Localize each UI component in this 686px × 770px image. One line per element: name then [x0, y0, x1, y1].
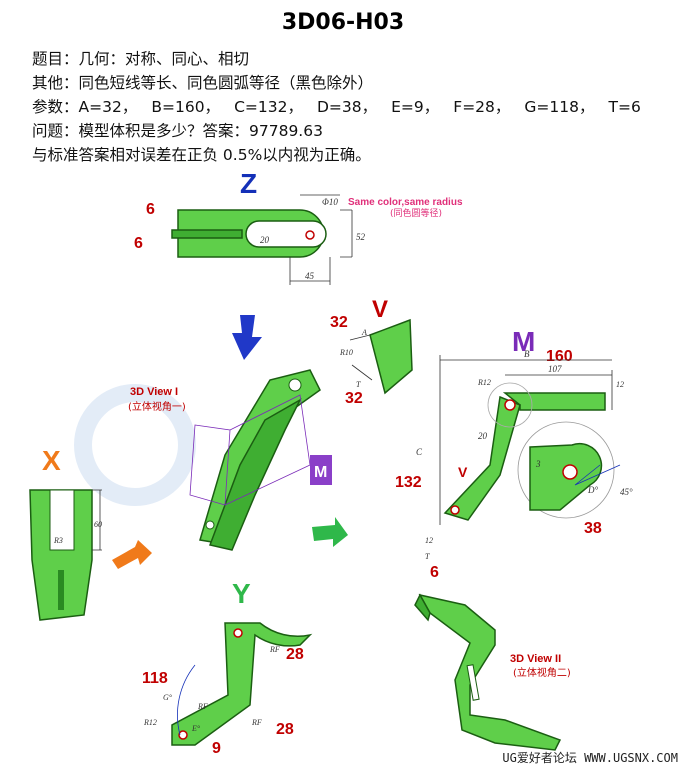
m-c-value: 132 [395, 474, 422, 491]
topic-line: 题目：几何：对称、同心、相切 [32, 50, 250, 68]
v-dim-t: T [356, 380, 361, 389]
param-c: C=132， [234, 98, 303, 116]
z-hole-icon [305, 230, 315, 240]
m-d-value: 38 [584, 520, 602, 537]
y-view-label: Y [232, 578, 251, 609]
v-t-value: 32 [345, 390, 363, 407]
question-line: 问题：模型体积是多少？答案：97789.63 [32, 122, 323, 140]
z-arrow-icon [232, 315, 262, 360]
m-dim-3: 3 [535, 459, 541, 469]
y-view-part [171, 622, 313, 746]
site-watermark: UG爱好者论坛 WWW.UGSNX.COM [502, 751, 678, 765]
z-t-top: 6 [146, 201, 155, 218]
v-dim-a: A [361, 328, 367, 337]
other-line: 其他：同色短线等长、同色圆弧等径（黑色除外） [32, 74, 374, 92]
params-label: 参数： [32, 98, 79, 116]
view2-part [414, 593, 562, 751]
technical-drawing: Z Φ10 20 52 45 6 6 Same color,same radiu… [29, 168, 633, 757]
m-detail-hole-icon [562, 464, 578, 480]
m-dim-d: D° [587, 485, 598, 495]
m-badge-icon [310, 455, 332, 485]
y-dim-rf: RF [269, 645, 280, 654]
z-dim-52: 52 [356, 232, 366, 242]
y-dim-r12: R12 [143, 718, 157, 727]
m-dim-20: 20 [478, 431, 488, 441]
v-view-label: V [372, 296, 388, 323]
m-dim-t: T [425, 552, 430, 561]
x-arrow-icon [112, 540, 152, 569]
view1-part [199, 369, 321, 551]
tolerance-line: 与标准答案相对误差在正负 0.5%以内视为正确。 [32, 146, 371, 164]
param-a: A=32， [78, 98, 138, 116]
param-f: F=28， [453, 98, 511, 116]
y-dim-rf-c: RF [251, 718, 262, 727]
x-view-label: X [42, 445, 61, 476]
m-dim-b: B [524, 349, 530, 359]
params-line: 参数：A=32， B=160， C=132， D=38， E=9， F=28， G=118，… [32, 95, 655, 117]
z-dim-20: 20 [260, 235, 270, 245]
param-g: G=118， [524, 98, 595, 116]
z-dim-45: 45 [305, 271, 315, 281]
x-view-part [29, 489, 93, 621]
m-t-value: 6 [430, 564, 439, 581]
page-title: 3D06-H03 [281, 10, 405, 35]
m-b-value: 160 [546, 348, 573, 365]
view2-subtitle: (立体视角二) [513, 666, 571, 679]
z-t-bottom: 6 [134, 235, 143, 252]
note-same-radius: Same color,same radius [348, 197, 463, 208]
v-a-value: 32 [330, 314, 348, 331]
m-v-marker: V [458, 464, 468, 480]
v-view-part [369, 318, 413, 395]
note-same-radius-cn: (同色圆等径) [390, 207, 442, 219]
y-dim-e: E° [191, 724, 201, 733]
view1-subtitle: (立体视角一) [128, 400, 186, 413]
view2-title: 3D View II [510, 653, 561, 665]
param-b: B=160， [151, 98, 221, 116]
z-dim-phi10: Φ10 [322, 197, 338, 207]
z-view-part [171, 209, 327, 258]
m-view-label: M [512, 326, 535, 357]
param-d: D=38， [316, 98, 378, 116]
watermark-logo-icon [74, 384, 196, 506]
view1-title: 3D View I [130, 386, 178, 398]
m-dim-r12: R12 [477, 378, 491, 387]
y-arrow-icon [312, 517, 348, 547]
y-f-top-value: 28 [286, 646, 304, 663]
m-dim-c: C [416, 447, 423, 457]
y-e-value: 9 [212, 740, 221, 757]
x-dim-60: 60 [94, 520, 102, 529]
z-view-label: Z [240, 168, 257, 199]
m-dim-107: 107 [548, 364, 562, 374]
y-f-bottom-value: 28 [276, 721, 294, 738]
x-dim-r3: R3 [53, 536, 63, 545]
m-dim-45: 45° [620, 487, 633, 497]
y-dim-rf-b: RF [197, 702, 208, 711]
m-view-part [443, 382, 606, 521]
m-dim-12: 12 [616, 380, 624, 389]
y-g-value: 118 [142, 670, 168, 687]
m-detail-circle [517, 421, 615, 519]
param-e: E=9， [391, 98, 440, 116]
param-t: T=6 [608, 98, 641, 116]
v-dim-r10: R10 [339, 348, 353, 357]
y-dim-g: G° [163, 693, 173, 702]
m-badge-label: M [314, 464, 327, 481]
m-dim-12b: 12 [425, 536, 433, 545]
